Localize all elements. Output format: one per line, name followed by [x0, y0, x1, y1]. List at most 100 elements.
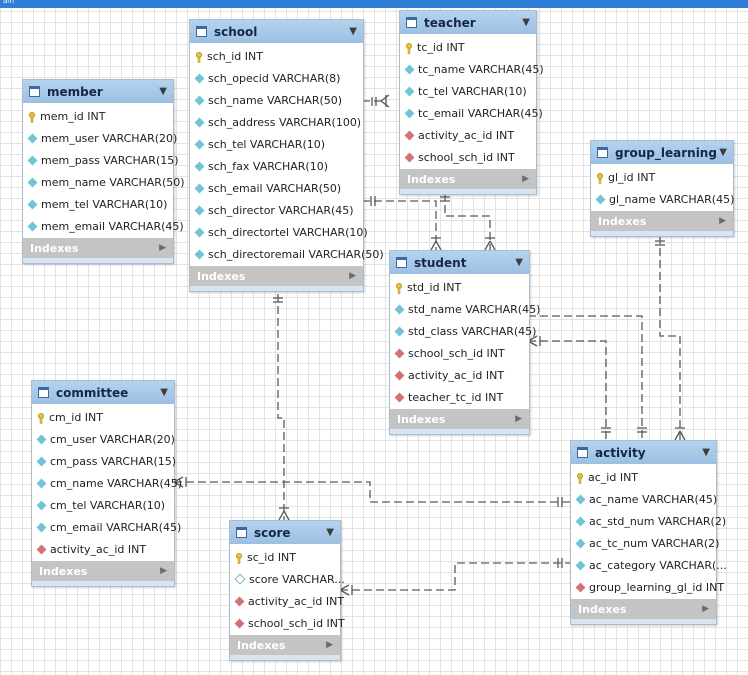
column-row[interactable]: mem_tel VARCHAR(10) — [23, 193, 173, 215]
column-row[interactable]: tc_name VARCHAR(45) — [400, 58, 544, 80]
column-row[interactable]: school_sch_id INT — [390, 342, 529, 364]
table-header[interactable]: group_learning ▼ — [591, 141, 733, 164]
column-icon — [27, 199, 38, 209]
collapse-arrow-icon[interactable]: ▼ — [515, 257, 523, 268]
column-row[interactable]: activity_ac_id INT — [390, 364, 529, 386]
indexes-section[interactable]: Indexes ▶ — [190, 266, 363, 286]
column-row[interactable]: cm_id INT — [32, 406, 174, 428]
column-row[interactable]: teacher_tc_id INT — [390, 386, 529, 408]
column-row[interactable]: ac_id INT — [571, 466, 716, 488]
expand-arrow-icon[interactable]: ▶ — [522, 174, 529, 184]
column-row[interactable]: sch_opecid VARCHAR(8) — [190, 67, 363, 89]
column-row[interactable]: mem_email VARCHAR(45) — [23, 215, 184, 237]
column-row[interactable]: mem_id INT — [23, 105, 173, 127]
indexes-section[interactable]: Indexes ▶ — [230, 635, 340, 655]
expand-arrow-icon[interactable]: ▶ — [160, 566, 167, 576]
indexes-label: Indexes — [407, 172, 456, 186]
indexes-section[interactable]: Indexes ▶ — [591, 211, 733, 231]
collapse-arrow-icon[interactable]: ▼ — [702, 447, 710, 458]
expand-arrow-icon[interactable]: ▶ — [719, 216, 726, 226]
table-header[interactable]: teacher ▼ — [400, 11, 536, 34]
column-row[interactable]: sch_directoremail VARCHAR(50) — [190, 243, 384, 265]
column-row[interactable]: ac_tc_num VARCHAR(2) — [571, 532, 719, 554]
column-row[interactable]: cm_email VARCHAR(45) — [32, 516, 181, 538]
collapse-arrow-icon[interactable]: ▼ — [326, 527, 334, 538]
column-row[interactable]: sch_director VARCHAR(45) — [190, 199, 363, 221]
column-row[interactable]: std_id INT — [390, 276, 529, 298]
expand-arrow-icon[interactable]: ▶ — [515, 414, 522, 424]
column-label: activity_ac_id INT — [50, 542, 147, 556]
indexes-section[interactable]: Indexes ▶ — [571, 599, 716, 619]
collapse-arrow-icon[interactable]: ▼ — [159, 86, 167, 97]
column-row[interactable]: std_name VARCHAR(45) — [390, 298, 540, 320]
rel-teacher-student — [444, 193, 491, 250]
column-row[interactable]: mem_name VARCHAR(50) — [23, 171, 185, 193]
expand-arrow-icon[interactable]: ▶ — [702, 604, 709, 614]
column-row[interactable]: score VARCHAR... — [230, 568, 345, 590]
column-row[interactable]: activity_ac_id INT — [230, 590, 344, 612]
column-row[interactable]: sch_address VARCHAR(100) — [190, 111, 363, 133]
column-row[interactable]: gl_id INT — [591, 166, 733, 188]
column-row[interactable]: school_sch_id INT — [230, 612, 345, 634]
column-label: ac_std_num VARCHAR(2) — [589, 514, 727, 528]
column-row[interactable]: gl_name VARCHAR(45) — [591, 188, 734, 210]
column-row[interactable]: sch_tel VARCHAR(10) — [190, 133, 363, 155]
collapse-arrow-icon[interactable]: ▼ — [160, 387, 168, 398]
table-icon — [597, 147, 608, 158]
expand-arrow-icon[interactable]: ▶ — [349, 271, 356, 281]
column-row[interactable]: sch_fax VARCHAR(10) — [190, 155, 363, 177]
table-name: student — [414, 255, 467, 270]
expand-arrow-icon[interactable]: ▶ — [159, 243, 166, 253]
column-row[interactable]: sch_name VARCHAR(50) — [190, 89, 363, 111]
collapse-arrow-icon[interactable]: ▼ — [349, 26, 357, 37]
column-row[interactable]: tc_email VARCHAR(45) — [400, 102, 543, 124]
foreign-key-icon — [234, 618, 245, 628]
table-header[interactable]: activity ▼ — [571, 441, 716, 464]
column-row[interactable]: cm_name VARCHAR(45) — [32, 472, 182, 494]
column-row[interactable]: activity_ac_id INT — [400, 124, 536, 146]
primary-key-icon — [235, 553, 243, 564]
column-row[interactable]: group_learning_gl_id INT — [571, 576, 724, 598]
column-row[interactable]: school_sch_id INT — [400, 146, 536, 168]
column-row[interactable]: cm_user VARCHAR(20) — [32, 428, 175, 450]
column-row[interactable]: sch_email VARCHAR(50) — [190, 177, 363, 199]
table-committee[interactable]: committee ▼ cm_id INT cm_user VARCHAR(20)… — [31, 380, 182, 587]
indexes-section[interactable]: Indexes ▶ — [32, 561, 174, 581]
column-row[interactable]: std_class VARCHAR(45) — [390, 320, 536, 342]
table-header[interactable]: student ▼ — [390, 251, 529, 274]
column-row[interactable]: activity_ac_id INT — [32, 538, 174, 560]
table-header[interactable]: school ▼ — [190, 20, 363, 43]
column-row[interactable]: cm_pass VARCHAR(15) — [32, 450, 176, 472]
column-row[interactable]: ac_name VARCHAR(45) — [571, 488, 717, 510]
column-row[interactable]: tc_tel VARCHAR(10) — [400, 80, 536, 102]
column-row[interactable]: ac_category VARCHAR(... — [571, 554, 727, 576]
table-header[interactable]: committee ▼ — [32, 381, 174, 404]
column-row[interactable]: sch_id INT — [190, 45, 363, 67]
collapse-arrow-icon[interactable]: ▼ — [719, 147, 727, 158]
column-label: cm_user VARCHAR(20) — [50, 432, 175, 446]
column-row[interactable]: mem_user VARCHAR(20) — [23, 127, 177, 149]
column-row[interactable]: cm_tel VARCHAR(10) — [32, 494, 174, 516]
column-row[interactable]: ac_std_num VARCHAR(2) — [571, 510, 726, 532]
indexes-section[interactable]: Indexes ▶ — [23, 238, 173, 258]
column-row[interactable]: sch_directortel VARCHAR(10) — [190, 221, 368, 243]
indexes-label: Indexes — [197, 269, 246, 283]
column-row[interactable]: sc_id INT — [230, 546, 340, 568]
indexes-section[interactable]: Indexes ▶ — [400, 169, 536, 189]
indexes-section[interactable]: Indexes ▶ — [390, 409, 529, 429]
table-header[interactable]: member ▼ — [23, 80, 173, 103]
column-row[interactable]: mem_pass VARCHAR(15) — [23, 149, 179, 171]
expand-arrow-icon[interactable]: ▶ — [326, 640, 333, 650]
table-header[interactable]: score ▼ — [230, 521, 340, 544]
collapse-arrow-icon[interactable]: ▼ — [522, 17, 530, 28]
column-row[interactable]: tc_id INT — [400, 36, 536, 58]
column-icon — [575, 538, 586, 548]
